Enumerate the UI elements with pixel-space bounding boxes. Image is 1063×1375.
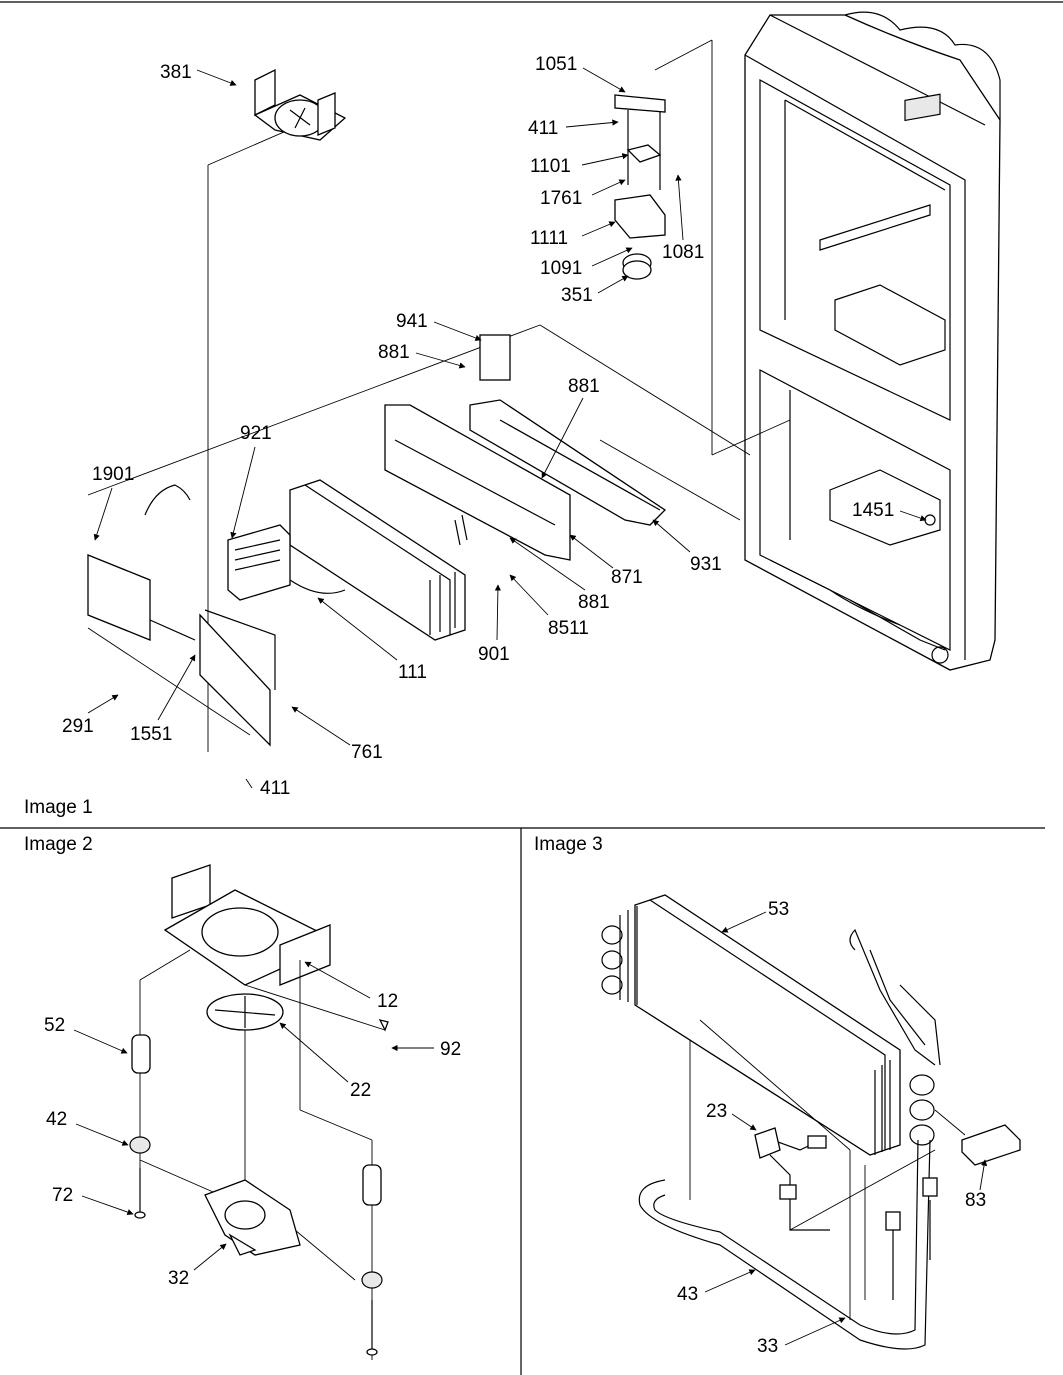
callout-label: 1111	[530, 228, 568, 249]
thermostat	[754, 1127, 830, 1231]
callout-label: 921	[240, 423, 272, 444]
callout-label: 351	[561, 285, 593, 306]
terminal-block	[934, 1109, 1021, 1166]
callout-label: 53	[768, 899, 789, 920]
callout-label: 33	[757, 1336, 778, 1357]
callout-label: 1081	[662, 242, 704, 263]
damper-assembly	[614, 94, 666, 280]
evaporator-housing	[384, 334, 667, 561]
fan-assembly	[253, 68, 347, 141]
callout-label: 411	[528, 118, 558, 139]
callout-label: 1101	[530, 156, 571, 177]
fan-motor	[204, 1179, 301, 1256]
callout-label: 931	[690, 554, 722, 575]
callout-label: 901	[478, 644, 510, 665]
panel-caption: Image 3	[534, 834, 603, 855]
callout-label: 23	[706, 1101, 727, 1122]
callout-label: 1551	[130, 724, 172, 745]
refrigerator-cabinet	[744, 11, 1001, 671]
callout-label: 761	[351, 742, 383, 763]
callout-label: 43	[677, 1284, 698, 1305]
callout-label: 411	[260, 778, 290, 799]
callout-label: 8511	[548, 618, 589, 639]
callout-label: 381	[160, 62, 192, 83]
grommet-left	[129, 1034, 151, 1219]
fan-shroud	[163, 864, 331, 986]
callout-label: 941	[396, 311, 428, 332]
callout-label: 1091	[540, 258, 582, 279]
callout-label: 42	[46, 1109, 67, 1130]
image2-callouts: 12 52 92 22 42 72 32	[44, 961, 461, 1289]
callout-label: 881	[578, 592, 610, 613]
wire-connectors	[789, 1149, 938, 1300]
callout-label: 32	[168, 1268, 189, 1289]
image2-artwork: Image 2	[24, 834, 389, 1360]
panel-caption: Image 2	[24, 834, 93, 855]
callout-label: 1451	[852, 500, 894, 521]
callout-label: 12	[377, 991, 398, 1012]
callout-label: 881	[568, 376, 600, 397]
callout-label: 111	[398, 662, 427, 683]
callout-label: 871	[611, 567, 643, 588]
callout-label: 1901	[92, 464, 134, 485]
callout-label: 1761	[540, 188, 582, 209]
image1-artwork	[87, 11, 1001, 752]
grommet-right	[361, 1164, 383, 1356]
callout-label: 881	[378, 342, 410, 363]
heater-loop	[638, 1019, 931, 1350]
image3-callouts: 53 23 83 43 33	[677, 899, 988, 1357]
heater-cover	[87, 484, 346, 747]
image1-callouts: 381 1051 411 1101 1761 1111 1081 1091 35…	[24, 54, 927, 818]
callout-label: 83	[965, 1190, 986, 1211]
fan-blade	[206, 993, 284, 1031]
callout-label: 52	[44, 1015, 65, 1036]
callout-label: 22	[350, 1080, 371, 1101]
callout-label: 72	[52, 1185, 73, 1206]
evaporator-coil-detail	[601, 894, 941, 1156]
panel-caption: Image 1	[24, 797, 93, 818]
evaporator-coil	[289, 479, 468, 641]
callout-label: 1051	[535, 54, 577, 75]
callout-label: 92	[440, 1039, 461, 1060]
image3-artwork: Image 3	[534, 834, 1021, 1350]
callout-label: 291	[62, 716, 94, 737]
